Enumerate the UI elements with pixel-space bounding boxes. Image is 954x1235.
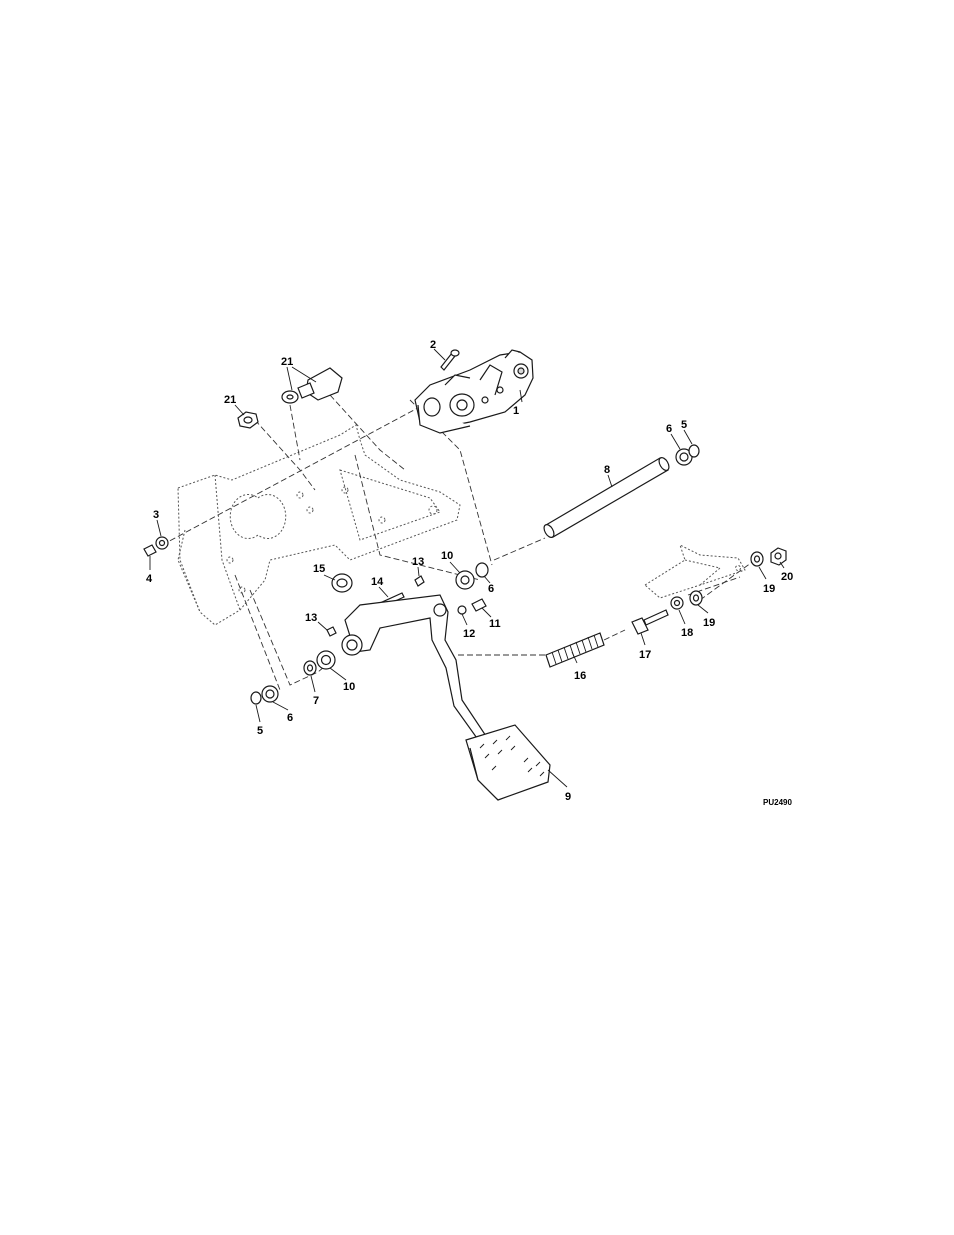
part-7-washer [304, 661, 316, 675]
part-17-shoulder-bolt [632, 610, 668, 634]
callout-4: 4 [146, 573, 153, 585]
part-10-bushing-left [317, 651, 335, 669]
callout-13-upper: 13 [412, 556, 424, 568]
callout-21-nut: 21 [224, 394, 236, 406]
part-6-bushing-right [476, 563, 488, 577]
mounting-bracket-outline [178, 425, 460, 625]
callout-15: 15 [313, 563, 325, 575]
part-21-hex-nut [238, 412, 258, 428]
callout-16: 16 [574, 670, 586, 682]
part-2-screw [441, 350, 459, 370]
callout-10-left: 10 [343, 681, 355, 693]
callout-20: 20 [781, 571, 793, 583]
part-20-hex-nut [771, 548, 786, 565]
figure-reference-code: PU2490 [763, 798, 792, 807]
callout-6-right: 6 [488, 583, 494, 595]
callout-9: 9 [565, 791, 571, 803]
spring-anchor-bracket-outline [645, 545, 745, 598]
callout-5-top: 5 [681, 419, 687, 431]
part-18-nut [671, 597, 683, 609]
part-16-return-spring [546, 633, 604, 667]
callout-19-lower: 19 [703, 617, 715, 629]
part-15-bushing [332, 574, 352, 592]
part-3-washer [156, 537, 168, 549]
callout-3: 3 [153, 509, 159, 521]
part-6-bushing-bottom [262, 686, 278, 702]
part-5-retaining-ring-top [689, 445, 699, 457]
part-1-sensor-housing [415, 350, 533, 433]
part-12-nut [458, 606, 466, 614]
callout-14: 14 [371, 576, 384, 588]
part-19-washer-lower [690, 591, 702, 605]
callout-10-right: 10 [441, 550, 453, 562]
part-4-bolt [144, 545, 156, 556]
callout-18: 18 [681, 627, 693, 639]
part-10-bushing-right [456, 571, 474, 589]
callout-6-top: 6 [666, 423, 672, 435]
callout-7: 7 [313, 695, 319, 707]
part-13-clip-upper [415, 576, 424, 586]
callout-11: 11 [489, 618, 501, 630]
part-11-screw [472, 599, 486, 611]
callout-5-bottom: 5 [257, 725, 263, 737]
callout-21-connector: 21 [281, 356, 293, 368]
part-19-washer-upper [751, 552, 763, 566]
callout-6-bottom: 6 [287, 712, 293, 724]
callout-17: 17 [639, 649, 651, 661]
callout-1: 1 [513, 405, 519, 417]
part-5-retaining-ring-bottom [251, 692, 261, 704]
callout-8: 8 [604, 464, 610, 476]
callout-13-lower: 13 [305, 612, 317, 624]
callout-19-upper: 19 [763, 583, 775, 595]
part-13-clip-lower [327, 627, 336, 636]
part-9-brake-pedal [342, 595, 550, 800]
callout-12: 12 [463, 628, 475, 640]
callout-2: 2 [430, 339, 436, 351]
